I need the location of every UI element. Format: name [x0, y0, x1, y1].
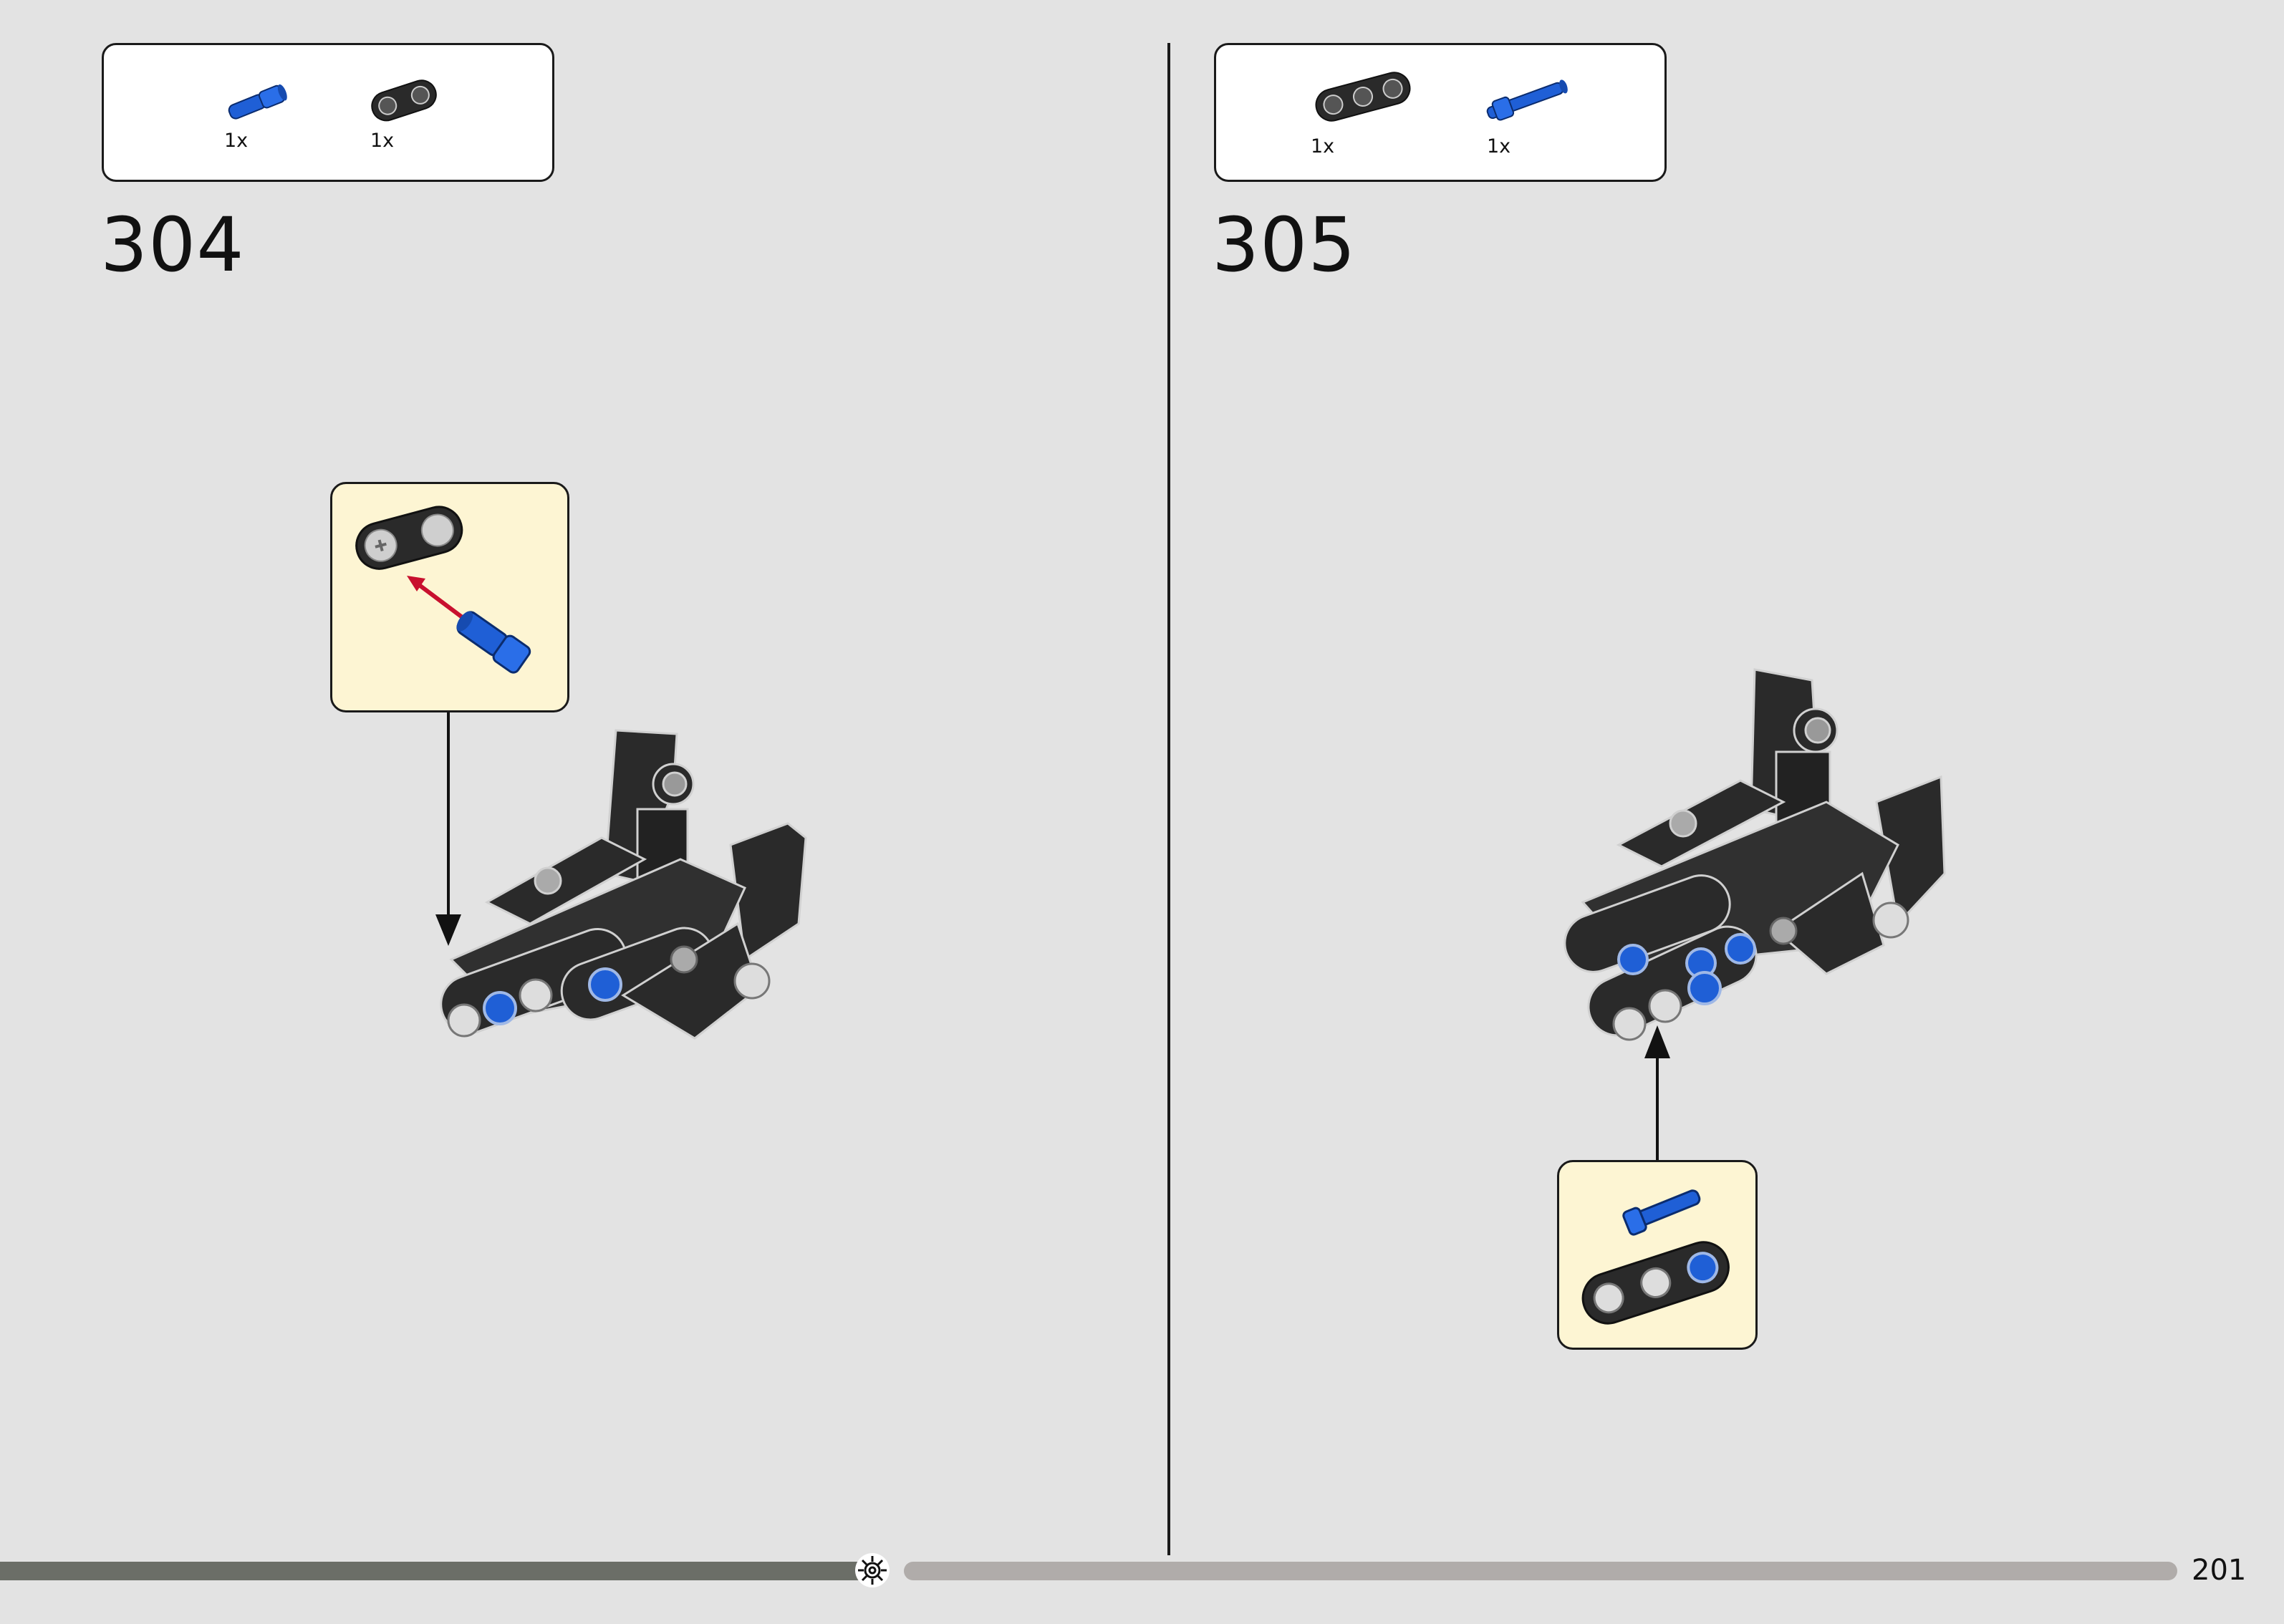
placement-arrow-305 — [1644, 1025, 1670, 1160]
parts-list-step-305: 1x 1x — [1214, 43, 1667, 182]
part-qty: 1x — [1487, 135, 1511, 158]
part-qty: 1x — [1311, 135, 1335, 158]
progress-fill — [0, 1562, 871, 1580]
model-assembly-304 — [440, 729, 807, 1040]
black-beam-2-icon — [371, 79, 437, 122]
sub-assembly-callout-304 — [330, 482, 569, 712]
beam-pin-insertion-illustration — [1581, 1189, 1730, 1325]
model-assembly-305 — [1563, 668, 1946, 1041]
placement-arrow-304 — [435, 712, 461, 946]
blue-axle-pin-icon — [228, 84, 287, 120]
beam-pin-insertion-illustration — [355, 506, 531, 674]
page-divider — [1167, 43, 1170, 1555]
progress-track — [904, 1562, 2177, 1580]
blue-long-pin-icon — [1486, 79, 1568, 121]
sub-assembly-callout-305 — [1557, 1160, 1758, 1350]
gear-icon — [855, 1553, 890, 1587]
part-qty: 1x — [224, 130, 249, 152]
step-number-305: 305 — [1212, 201, 1357, 289]
part-qty: 1x — [370, 130, 395, 152]
page-number: 201 — [2192, 1554, 2247, 1587]
black-beam-3-icon — [1315, 72, 1411, 122]
parts-list-step-304: 1x 1x — [102, 43, 554, 182]
step-number-304: 304 — [100, 201, 245, 289]
